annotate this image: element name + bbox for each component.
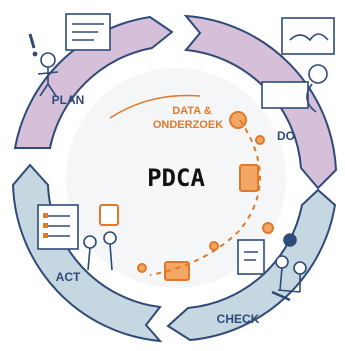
do-label: DO	[277, 129, 295, 143]
data-research-doodles	[99, 111, 274, 281]
check-illustration	[237, 233, 307, 302]
data-research-label-line2: ONDERZOEK	[153, 119, 223, 131]
center-title: PDCA	[147, 164, 205, 192]
plan-arrow	[13, 15, 174, 149]
do-illustration	[261, 17, 335, 113]
do-arrow	[183, 14, 338, 190]
act-label: ACT	[56, 270, 81, 284]
data-research-label-line1: DATA &	[172, 105, 212, 117]
plan-illustration	[28, 13, 111, 97]
check-label: CHECK	[217, 312, 260, 326]
orange-curve	[109, 94, 201, 119]
plan-label: PLAN	[52, 93, 85, 107]
act-illustration	[37, 204, 117, 271]
